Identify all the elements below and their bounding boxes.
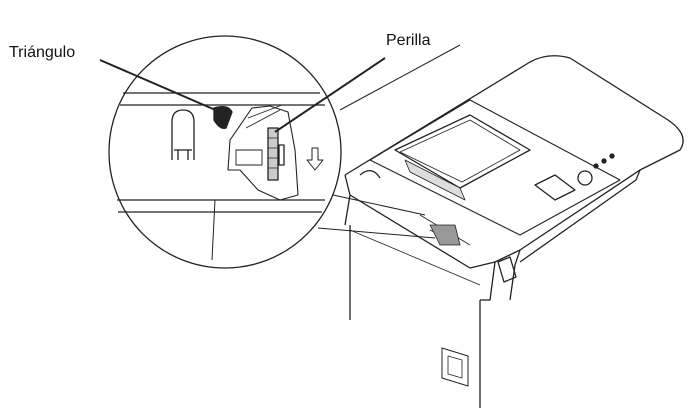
down-arrow-icon <box>306 147 324 171</box>
callout-lines <box>317 44 461 239</box>
knob <box>267 127 279 181</box>
knob-label: Perilla <box>386 32 431 49</box>
magnified-detail <box>108 35 342 269</box>
printer-body <box>344 55 684 408</box>
triangle-leader-line <box>99 59 221 113</box>
knob-leader-line <box>274 57 386 133</box>
triangle-label: Triángulo <box>9 44 76 61</box>
side-port <box>441 347 469 387</box>
